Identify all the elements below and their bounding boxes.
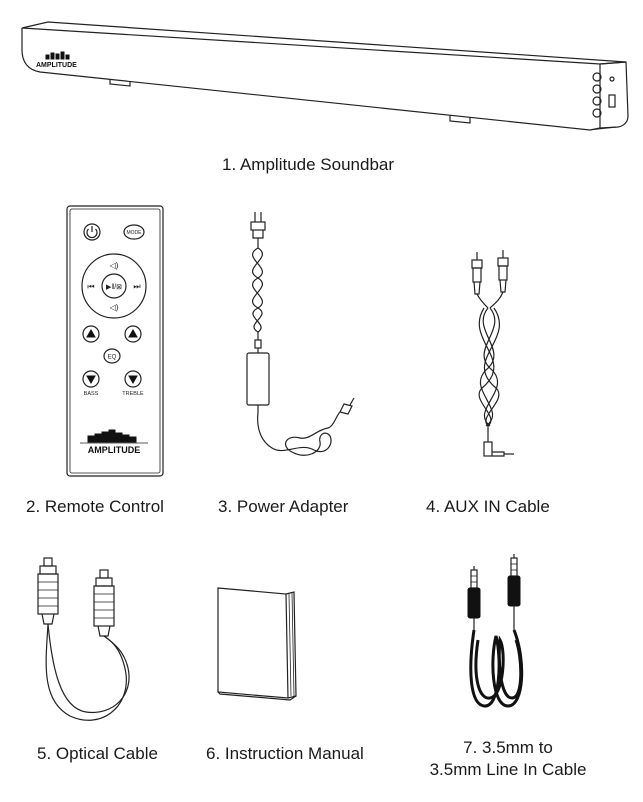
play-pause-button (101, 273, 127, 299)
power-adapter-item: 3. Power Adapter (210, 190, 380, 530)
instruction-manual-item: 6. Instruction Manual (200, 540, 400, 780)
soundbar-button-icon (592, 72, 602, 82)
item-caption: 7. 3.5mm to 3.5mm Line In Cable (418, 737, 598, 781)
treble-up-button (124, 325, 142, 343)
item-caption: 6. Instruction Manual (206, 744, 364, 763)
optical-plug-icon (99, 569, 109, 579)
mode-button (123, 224, 145, 240)
item-caption: 2. Remote Control (26, 497, 164, 516)
soundbar-item: AMPLITUDE 1. Amplitude Soundbar (0, 0, 643, 180)
instruction-manual-illustration (217, 587, 297, 701)
remote-logo-text: AMPLITUDE (88, 445, 141, 455)
soundbar-logo-text: AMPLITUDE (36, 62, 77, 69)
volume-up-icon: ◁) (110, 261, 119, 270)
volume-down-icon: ◁) (110, 303, 119, 312)
optical-plug-icon (43, 557, 53, 567)
optical-cable-illustration (37, 557, 130, 721)
eq-button (103, 348, 121, 364)
rca-plug-icon (497, 257, 509, 267)
soundbar-button-icon (592, 96, 602, 106)
item-caption: 3. Power Adapter (218, 497, 349, 516)
remote-body (66, 205, 164, 477)
wall-plug-icon (250, 221, 266, 231)
treble-label: TREBLE (122, 391, 144, 397)
mode-label: MODE (127, 230, 143, 236)
eq-label: EQ (108, 355, 117, 361)
aux-in-cable-item: 4. AUX IN Cable (400, 190, 600, 530)
item-caption: 4. AUX IN Cable (426, 497, 550, 516)
power-icon (86, 228, 98, 239)
line-in-cable-item: 7. 3.5mm to 3.5mm Line In Cable (410, 540, 643, 790)
soundbar-button-icon (592, 84, 602, 94)
treble-down-button (124, 370, 142, 388)
aux-in-cable-illustration (471, 250, 514, 457)
remote-control-item: MODE ▶‖/⊠ ◁) ◁) ⏮ ⏭ EQ BASS TREBLE AMPLI… (0, 190, 210, 530)
manual-cover (217, 587, 289, 699)
adapter-brick (246, 352, 270, 406)
arrow-down-icon (128, 375, 138, 385)
aux-jack-icon (483, 441, 493, 457)
next-icon: ⏭ (133, 282, 140, 291)
soundbar-usb-port-icon (608, 94, 616, 108)
bass-up-button (82, 325, 100, 343)
soundbar-logo: AMPLITUDE (36, 51, 77, 69)
power-adapter-illustration (246, 212, 355, 456)
item-caption: 5. Optical Cable (37, 744, 158, 763)
power-button (83, 223, 101, 241)
remote-control-illustration: MODE ▶‖/⊠ ◁) ◁) ⏮ ⏭ EQ BASS TREBLE AMPLI… (66, 205, 164, 477)
rca-plug-icon (471, 259, 483, 269)
arrow-down-icon (86, 375, 96, 385)
optical-cable-item: 5. Optical Cable (0, 540, 200, 780)
soundbar-button-icon (592, 108, 602, 118)
bass-label: BASS (84, 391, 99, 397)
dc-plug-icon (339, 403, 353, 415)
play-pause-icon: ▶‖/⊠ (106, 284, 122, 291)
aux-plug-icon (510, 557, 518, 577)
bass-down-button (82, 370, 100, 388)
item-caption-line: 7. 3.5mm to (463, 738, 553, 757)
item-caption: 1. Amplitude Soundbar (222, 155, 395, 174)
item-caption-line: 3.5mm Line In Cable (429, 760, 587, 779)
soundbar-led-icon (609, 76, 615, 82)
dpad-ring (81, 253, 147, 319)
previous-icon: ⏮ (87, 282, 94, 291)
line-in-cable-illustration (467, 554, 524, 708)
remote-logo: AMPLITUDE (80, 429, 148, 455)
aux-plug-icon (470, 569, 478, 589)
soundbar-illustration: AMPLITUDE (21, 21, 629, 131)
arrow-up-icon (128, 328, 138, 338)
arrow-up-icon (86, 328, 96, 338)
